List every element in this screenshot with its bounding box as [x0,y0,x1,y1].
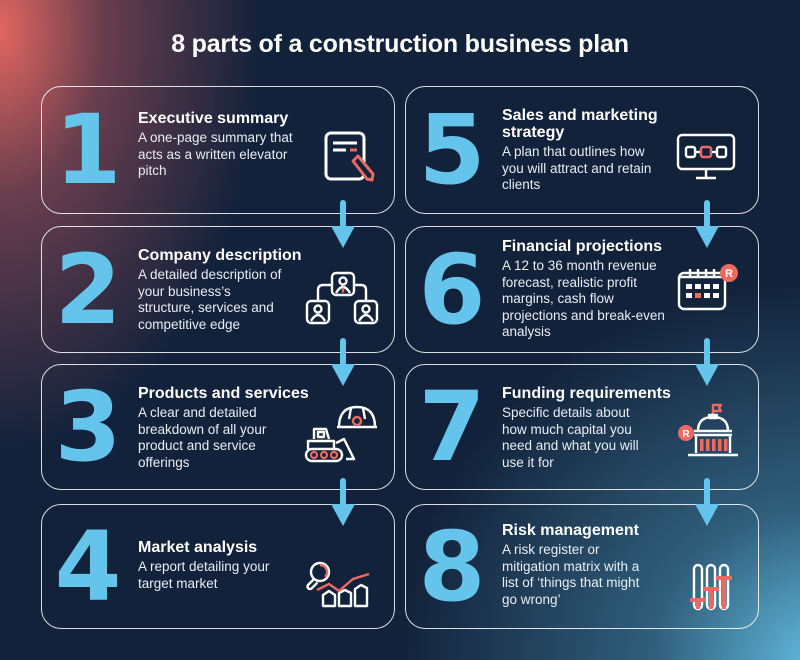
step-card-8: 8 Risk management A risk register or mit… [405,504,759,629]
step-number: 1 [54,94,122,206]
bank-badge: R [682,429,690,440]
step-number: 6 [418,233,486,346]
step-number: 5 [418,94,486,206]
bank-building-icon: R [678,403,738,457]
monitor-chain-icon [676,133,736,180]
step-heading: Company description [138,247,302,264]
step-description: A clear and detailed breakdown of all yo… [138,405,267,470]
step-card-6: 6 Financial projections A 12 to 36 month… [405,226,759,353]
calendar-r-icon: R [677,264,738,311]
step-number: 4 [54,510,122,623]
step-description: A report detailing your target market [138,559,270,591]
arrow-down-icon [695,478,719,526]
page-title: 8 parts of a construction business plan [171,30,629,58]
arrow-down-icon [331,200,355,248]
step-card-4: 4 Market analysis A report detailing you… [41,504,395,629]
step-description: A plan that outlines how you will attrac… [502,144,652,192]
step-heading: Risk management [502,522,639,539]
calendar-badge: R [725,268,733,280]
step-number: 8 [418,510,486,623]
step-number: 2 [54,233,122,346]
arrow-down-icon [695,338,719,386]
document-pen-icon [324,131,375,182]
step-heading: Products and services [138,385,309,402]
arrow-down-icon [695,200,719,248]
arrow-down-icon [331,338,355,386]
step-card-3: 3 Products and services A clear and deta… [41,364,395,490]
bulldozer-hardhat-icon [304,405,377,463]
step-card-1: 1 Executive summary A one-page summary t… [41,86,395,214]
step-heading: Funding requirements [502,385,671,402]
step-heading: Market analysis [138,539,258,556]
step-description: Specific details about how much capital … [502,405,639,470]
sliders-icon [690,563,732,611]
step-heading: Sales and marketing strategy [502,107,658,141]
magnifier-chart-icon [306,561,370,608]
step-card-5: 5 Sales and marketing strategy A plan th… [405,86,759,214]
step-number: 7 [418,371,486,483]
step-card-7: 7 Funding requirements Specific details … [405,364,759,490]
step-number: 3 [54,371,122,483]
step-description: A detailed description of your business’… [138,267,282,332]
step-description: A 12 to 36 month revenue forecast, reali… [502,258,665,339]
step-description: A risk register or mitigation matrix wit… [502,542,640,607]
step-heading: Executive summary [138,110,289,127]
org-chart-icon [305,271,379,325]
step-heading: Financial projections [502,238,663,255]
step-card-2: 2 Company description A detailed descrip… [41,226,395,353]
arrow-down-icon [331,478,355,526]
step-description: A one-page summary that acts as a writte… [138,130,293,178]
